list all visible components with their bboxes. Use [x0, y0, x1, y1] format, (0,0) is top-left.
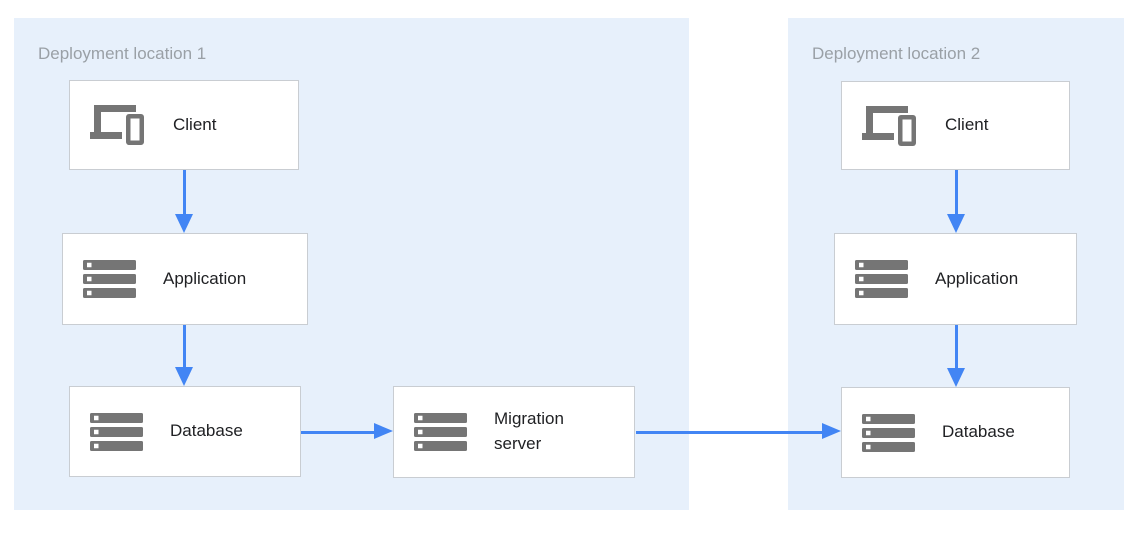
node-database-2: Database: [841, 387, 1070, 478]
region-1-label: Deployment location 1: [38, 44, 207, 63]
arrow-head-icon: [374, 423, 393, 439]
arrow-head-icon: [947, 368, 965, 387]
node-client-2: Client: [841, 81, 1070, 170]
arrow-line: [954, 325, 958, 372]
server-stack-icon: [855, 260, 908, 298]
node-application-1: Application: [62, 233, 308, 325]
arrow-migration-server-to-database2: [636, 423, 841, 440]
arrow-database1-to-migration-server: [301, 423, 393, 440]
node-label: Database: [942, 422, 1015, 442]
node-label: Migration server: [494, 409, 564, 453]
arrow-application2-to-database2: [947, 325, 965, 387]
devices-icon: [862, 103, 918, 149]
node-application-2: Application: [834, 233, 1077, 325]
region-2-label: Deployment location 2: [812, 44, 981, 63]
node-label: Application: [935, 268, 1019, 288]
node-database-1: Database: [69, 386, 301, 477]
node-label: Application: [163, 268, 247, 288]
server-stack-icon: [90, 412, 143, 451]
arrow-line: [182, 325, 186, 371]
node-label: Client: [173, 114, 217, 134]
arrow-head-icon: [175, 367, 193, 386]
server-stack-icon: [414, 413, 467, 451]
arrow-head-icon: [947, 214, 965, 233]
node-migration-server: Migration server: [393, 386, 635, 478]
arrow-head-icon: [175, 214, 193, 233]
server-stack-icon: [862, 413, 915, 452]
arrow-client2-to-application2: [947, 170, 965, 233]
devices-icon: [90, 102, 146, 148]
arrow-line: [301, 430, 378, 434]
arrow-line: [954, 170, 958, 218]
server-stack-icon: [83, 260, 136, 298]
arrow-application1-to-database1: [175, 325, 193, 386]
node-label: Client: [945, 115, 989, 135]
arrow-head-icon: [822, 423, 841, 439]
node-client-1: Client: [69, 80, 299, 170]
arrow-line: [636, 430, 826, 434]
node-label: Database: [170, 421, 243, 441]
arrow-client1-to-application1: [175, 169, 193, 233]
arrow-line: [182, 169, 186, 218]
